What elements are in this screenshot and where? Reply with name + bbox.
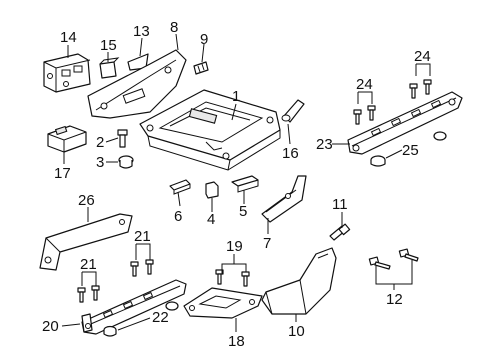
callout-19: 19 [226,238,243,255]
callout-12: 12 [386,291,403,308]
callout-11: 11 [332,196,348,213]
callout-10: 10 [288,323,305,340]
callout-9: 9 [200,31,208,48]
part-12-screws [368,248,419,270]
callout-26: 26 [78,192,95,209]
part-8-side-shield [87,49,187,119]
callout-25: 25 [402,142,419,159]
callout-23: 23 [316,136,333,153]
part-19-bolts [215,269,250,287]
part-7-trim-bracket [261,175,307,223]
part-26-bracket [39,213,133,271]
callout-8: 8 [170,19,178,36]
part-10-side-cover [261,247,337,315]
part-3-nut [118,155,134,169]
callout-21-left: 21 [80,256,97,273]
part-24-bolts-right [409,79,432,99]
part-23-rail [347,91,463,155]
part-1-seat-frame [139,89,281,171]
callout-16: 16 [282,145,299,162]
callout-24-right: 24 [414,48,431,65]
callout-15: 15 [100,37,117,54]
callout-22: 22 [152,309,169,326]
part-6-cap [169,179,191,195]
part-22-nut [103,301,179,337]
part-16-handle [281,99,305,123]
part-21-bolts-left [77,285,100,303]
part-11-bolt [329,223,351,241]
callout-17: 17 [54,165,71,182]
part-9-screw [193,61,209,75]
part-20-rail [81,279,187,335]
callout-18: 18 [228,333,245,350]
part-4-block [205,181,219,199]
part-18-plate [183,287,263,319]
callout-1: 1 [232,88,240,105]
part-21-bolts-right [130,259,154,277]
callout-3: 3 [96,154,104,171]
callout-14: 14 [60,29,77,46]
callout-13: 13 [133,23,150,40]
callout-2: 2 [96,134,104,151]
callout-21-right: 21 [134,228,151,245]
part-2-bolt [117,129,128,148]
part-14-module [43,53,91,93]
callout-7: 7 [263,235,271,252]
part-15-clip [99,57,120,79]
callout-4: 4 [207,211,215,228]
callout-6: 6 [174,208,182,225]
callout-20: 20 [42,318,59,335]
part-24-bolts-left [353,105,376,125]
part-17-switch [47,125,87,153]
callout-labels: 14 15 13 8 9 1 2 3 17 16 6 4 5 7 11 23 2… [42,19,431,350]
leader-lines [61,33,431,332]
callout-24-left: 24 [356,76,373,93]
callout-5: 5 [239,203,247,220]
part-25-nut [370,131,447,167]
part-5-bracket [231,175,259,193]
